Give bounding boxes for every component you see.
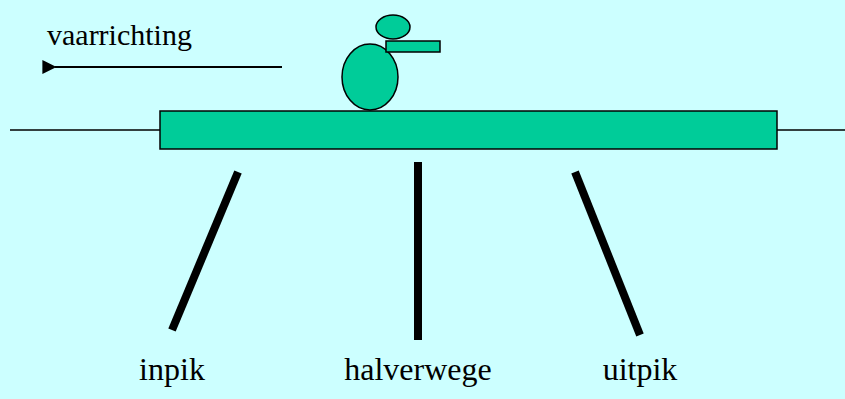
- rower-body: [342, 44, 398, 110]
- oar-catch: [172, 172, 238, 330]
- rower-arm: [386, 41, 440, 52]
- boat-hull: [160, 111, 777, 149]
- stroke-phase-label: inpik: [139, 352, 205, 387]
- direction-arrow: [55, 66, 282, 68]
- oar-midway: [414, 162, 422, 340]
- oar-finish: [575, 172, 640, 335]
- stroke-phase-label: uitpik: [603, 352, 678, 387]
- rower-head: [376, 15, 410, 39]
- stroke-phase-label: halverwege: [344, 352, 491, 387]
- direction-label: vaarrichting: [47, 18, 192, 51]
